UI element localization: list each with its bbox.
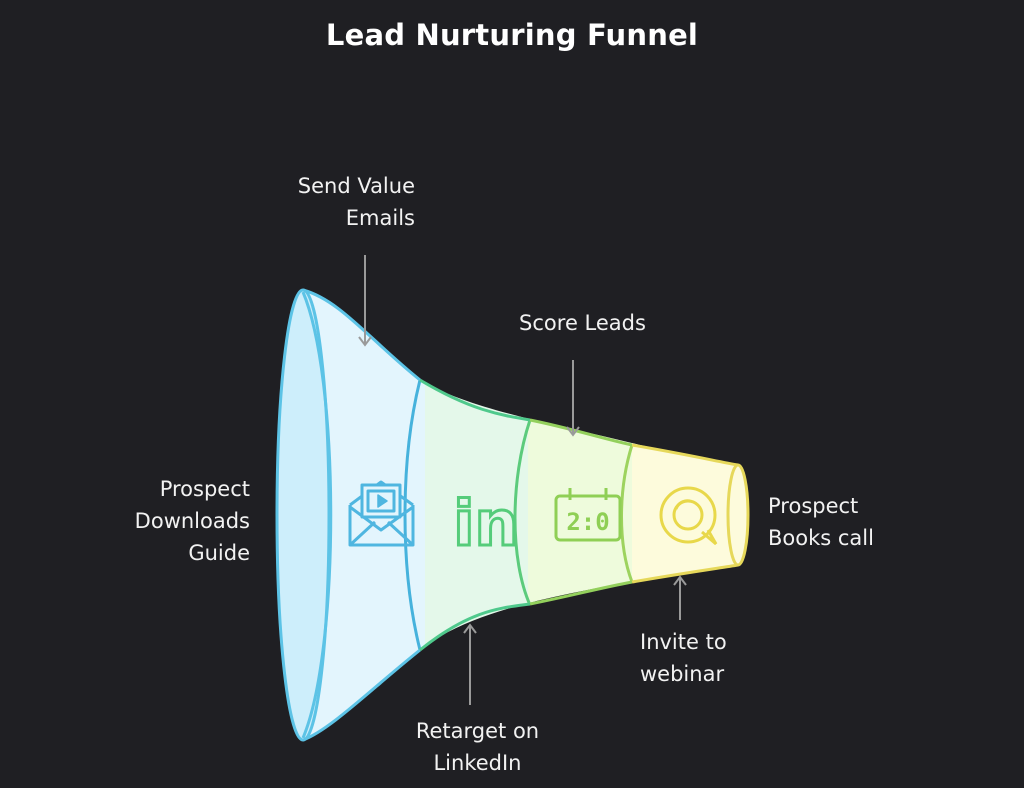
arrow-retarget-linkedin bbox=[463, 623, 477, 705]
stage-label-send-value-emails: Send Value Emails bbox=[297, 174, 415, 230]
stage-label-retarget-linkedin: Retarget on LinkedIn bbox=[415, 719, 540, 775]
stage-label-score-leads: Score Leads bbox=[519, 311, 646, 335]
arrow-send-value-emails bbox=[358, 255, 372, 347]
linkedin-icon: in bbox=[452, 486, 520, 562]
webinar-icon bbox=[659, 486, 718, 546]
funnel-end bbox=[726, 463, 750, 567]
funnel-mouth bbox=[275, 288, 331, 742]
arrow-invite-webinar bbox=[673, 575, 687, 620]
stage-label-prospect-downloads-guide: Prospect Downloads Guide bbox=[134, 477, 250, 565]
diagram-title: Lead Nurturing Funnel bbox=[325, 18, 699, 52]
stage-label-invite-webinar: Invite to webinar bbox=[640, 630, 727, 686]
scoreboard-icon: 2:0 bbox=[554, 488, 622, 542]
arrow-score-leads bbox=[566, 360, 580, 437]
stage-label-prospect-books-call: Prospect Books call bbox=[768, 494, 874, 550]
svg-text:2:0: 2:0 bbox=[566, 508, 609, 536]
svg-text:in: in bbox=[453, 487, 518, 560]
video-email-icon bbox=[348, 480, 415, 547]
